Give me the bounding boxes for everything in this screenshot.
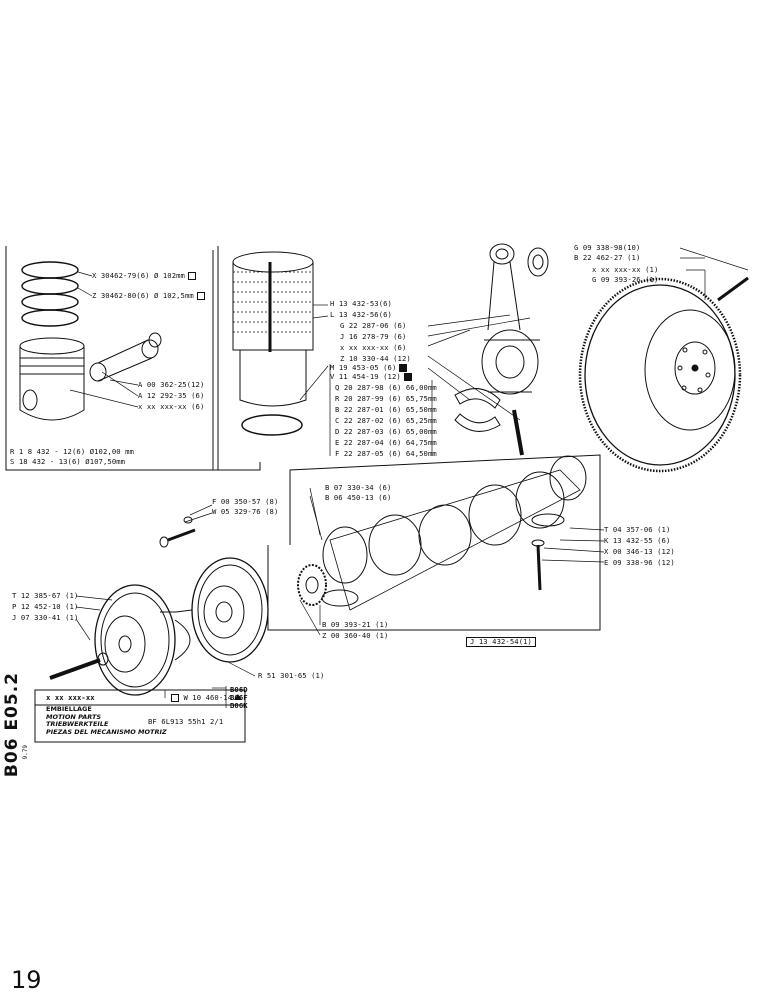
callout-screw-f: F 00 350-57 (8) xyxy=(212,497,279,506)
callout-flywheel-g1: G 09 338-98(10) xyxy=(574,243,641,252)
piston-rings xyxy=(21,261,79,327)
callout-bearing-r: R 20 287-99 (6) 65,75mm xyxy=(335,394,437,403)
callout-piston-z: Z 30462-80(6) Ø 102,5mm xyxy=(92,292,205,300)
callout-bearing-b: B 22 287-01 (6) 65,50mm xyxy=(335,405,437,414)
callout-crank-t: T 04 357-06 (1) xyxy=(604,525,671,534)
piston-leaders xyxy=(69,271,139,408)
footer-code: x xx xxx-xx xyxy=(46,693,95,702)
crank-bolt xyxy=(531,539,545,591)
page-number: 19 xyxy=(11,966,42,994)
callout-flywheel-b: B 22 462-27 (1) xyxy=(574,253,641,262)
callout-piston-a1: A 00 362-25(12) xyxy=(138,380,205,389)
callout-rod-z: Z 10 330-44 (12) xyxy=(340,354,411,363)
open-square-marker xyxy=(196,292,205,300)
callout-flywheel-x: x xx xxx-xx (1) xyxy=(592,265,659,274)
model-code: BF 6L913 55h1 2/1 xyxy=(148,717,224,726)
crankshaft-leaders xyxy=(299,487,605,636)
callout-pulley-p: P 12 452-10 (1) xyxy=(12,602,79,611)
title-fr: EMBIELLAGE xyxy=(46,705,92,713)
callout-rod-m: M 19 453-05 (6) xyxy=(330,364,408,372)
cylinder-leaders xyxy=(299,304,329,401)
pulley-leaders xyxy=(75,595,256,708)
crank-gear xyxy=(297,564,327,606)
callout-piston-x: X 30462-79(6) Ø 102mm xyxy=(92,272,196,280)
callout-pulley-t: T 12 385-67 (1) xyxy=(12,591,79,600)
filled-square-marker xyxy=(399,364,408,372)
cylinder-liner xyxy=(232,251,314,436)
callout-bearing-d: D 22 287-03 (6) 65,00mm xyxy=(335,427,437,436)
flywheel xyxy=(578,276,749,473)
variant-b06f: B06F xyxy=(230,693,248,702)
crankshaft-pulley xyxy=(49,584,191,696)
crankshaft-frame xyxy=(267,454,601,631)
callout-rod-x: x xx xxx-xx (6) xyxy=(340,343,407,352)
variant-b06k: B06K xyxy=(230,701,248,710)
triangle-marker xyxy=(234,694,243,700)
callout-piston-s: S 18 432 - 13(6) Ø107,50mm xyxy=(10,457,126,466)
callout-liner-l: L 13 432-56(6) xyxy=(330,310,392,319)
title-block: EMBIELLAGE MOTION PARTS TRIEBWERKTEILE P… xyxy=(46,705,167,736)
bearing-shells xyxy=(454,388,501,432)
callout-rod-j: J 16 278-79 (6) xyxy=(340,332,407,341)
vibration-damper xyxy=(160,557,269,663)
connecting-rod-frame xyxy=(212,250,261,471)
footer-frame xyxy=(34,689,246,743)
piston xyxy=(19,337,85,421)
callout-crank-z: Z 00 360-40 (1) xyxy=(322,631,389,640)
callout-crank-b2: B 06 450-13 (6) xyxy=(325,493,392,502)
callout-bearing-c: C 22 287-02 (6) 65,25mm xyxy=(335,416,437,425)
title-de: TRIEBWERKTEILE xyxy=(46,720,109,728)
piston-group-frame xyxy=(5,246,219,471)
callout-piston-x2: x xx xxx-xx (6) xyxy=(138,402,205,411)
crankshaft xyxy=(321,455,587,611)
conrod-leaders xyxy=(427,314,531,421)
connecting-rod xyxy=(481,243,549,456)
callout-crank-x: X 00 346-13 (12) xyxy=(604,547,675,556)
callout-bearing-e: E 22 287-04 (6) 64,75mm xyxy=(335,438,437,447)
callout-screw-w: W 05 329-76 (8) xyxy=(212,507,279,516)
callout-flywheel-g2: G 09 393-26 (1) xyxy=(592,275,659,284)
callout-crank-k: K 13 432-55 (6) xyxy=(604,536,671,545)
filled-square-marker xyxy=(403,373,412,381)
callout-piston-a2: A 12 292-35 (6) xyxy=(138,391,205,400)
callout-pulley-w: W 10 460-14 xyxy=(168,694,243,702)
callout-piston-r: R 1 8 432 - 12(6) Ø102,00 mm xyxy=(10,447,134,456)
screw-leaders xyxy=(184,504,213,523)
callout-crank-e: E 09 338-96 (12) xyxy=(604,558,675,567)
title-en: MOTION PARTS xyxy=(46,712,102,721)
title-es: PIEZAS DEL MECANISMO MOTRIZ xyxy=(46,727,167,736)
callout-crank-j: J 13 432-54(1) xyxy=(466,637,536,647)
callout-damper-r: R 51 301-65 (1) xyxy=(258,671,325,680)
flywheel-leaders xyxy=(679,247,749,300)
callout-crank-b1: B 07 330-34 (6) xyxy=(325,483,392,492)
variant-b06d: B06D xyxy=(230,685,248,694)
open-square-marker xyxy=(187,272,196,280)
callout-pulley-j: J 07 330-41 (1) xyxy=(12,613,79,622)
callout-bearing-q: Q 20 287-98 (6) 66,00mm xyxy=(335,383,437,392)
piston-pin xyxy=(89,332,162,382)
damper-screws xyxy=(159,516,196,548)
open-square-marker xyxy=(171,694,179,702)
callout-liner-h: H 13 432-53(6) xyxy=(330,299,392,308)
callout-bearing-f: F 22 287-05 (6) 64,50mm xyxy=(335,449,437,458)
callout-rod-g: G 22 287-06 (6) xyxy=(340,321,407,330)
callout-crank-b3: B 09 393-21 (1) xyxy=(322,620,389,629)
callout-rod-v: V 11 454-19 (12) xyxy=(330,373,412,381)
